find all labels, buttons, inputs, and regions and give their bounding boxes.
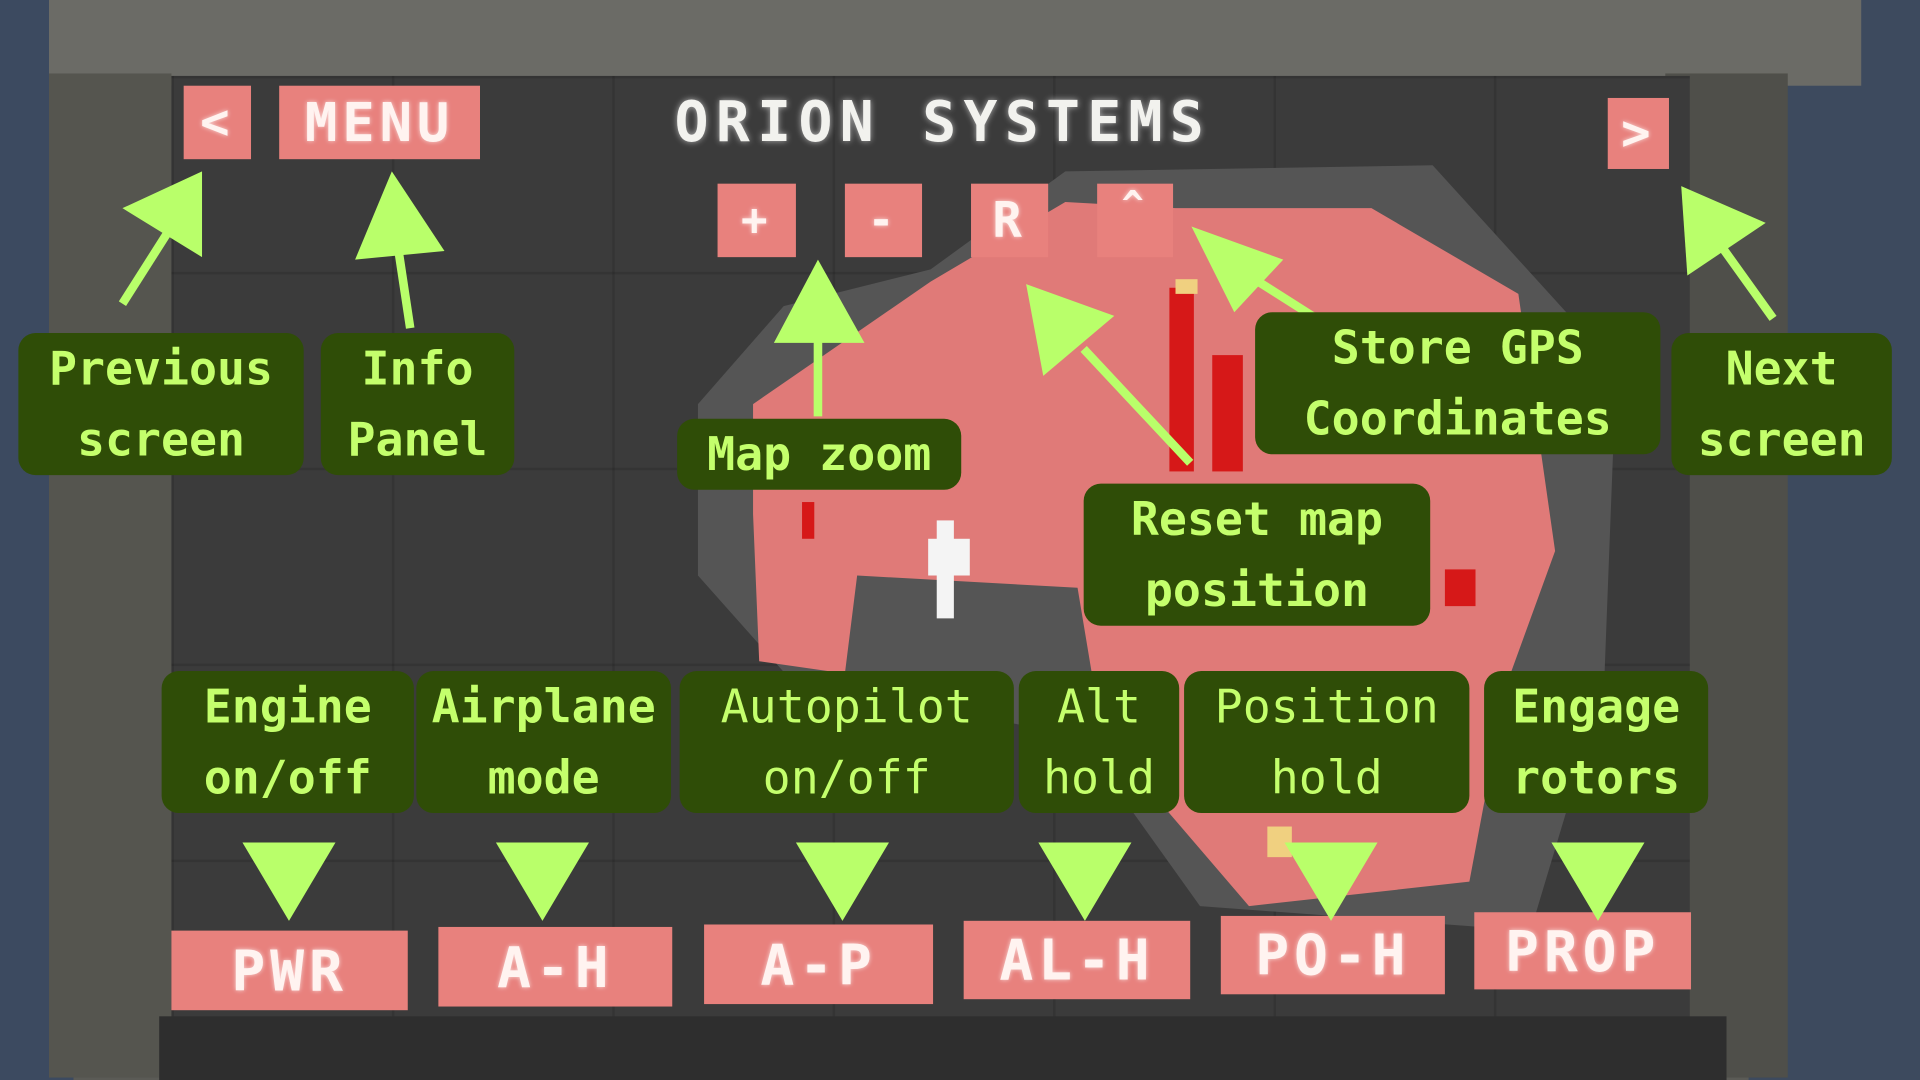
arrow-up-icon xyxy=(773,259,865,417)
store-gps-button[interactable]: ^ xyxy=(1097,183,1174,258)
label-previous-screen: Previous screen xyxy=(18,333,304,476)
arrow-down-icon xyxy=(795,842,889,921)
arrow-down-icon xyxy=(242,842,336,921)
zoom-out-button[interactable]: - xyxy=(844,183,923,258)
cockpit-pillar-left xyxy=(48,73,172,1078)
label-map-zoom: Map zoom xyxy=(677,418,962,490)
label-line: position xyxy=(1144,563,1369,618)
map-beach xyxy=(1267,826,1292,858)
power-button[interactable]: PWR xyxy=(171,930,408,1011)
label-line: rotors xyxy=(1512,750,1681,805)
label-line: Engage xyxy=(1512,679,1681,734)
label-line: Airplane xyxy=(431,679,656,734)
label-position-hold: Position hold xyxy=(1184,671,1470,814)
arrow-up-icon xyxy=(1191,226,1323,325)
label-line: Info xyxy=(361,341,474,396)
arrow-up-icon xyxy=(1681,186,1777,321)
position-hold-button[interactable]: PO-H xyxy=(1220,915,1445,995)
menu-button[interactable]: MENU xyxy=(279,85,481,160)
label-line: Previous xyxy=(48,341,274,396)
arrow-down-icon xyxy=(1284,842,1378,921)
map-road xyxy=(802,502,815,539)
arrow-up-icon xyxy=(1026,284,1194,466)
label-reset-map: Reset map position xyxy=(1083,483,1431,626)
prop-button[interactable]: PROP xyxy=(1474,912,1692,990)
label-line: Panel xyxy=(347,412,488,467)
arrow-up-icon xyxy=(118,171,203,306)
page-title: ORION SYSTEMS xyxy=(674,88,1212,155)
next-screen-button[interactable]: > xyxy=(1607,97,1669,169)
label-engine: Engine on/off xyxy=(161,671,414,814)
arrow-down-icon xyxy=(1551,842,1645,921)
label-line: Reset map xyxy=(1130,492,1384,547)
label-line: Coordinates xyxy=(1303,391,1612,446)
label-line: screen xyxy=(76,412,246,467)
arrow-up-icon xyxy=(355,171,445,329)
label-line: hold xyxy=(1270,750,1383,805)
vehicle-marker-icon xyxy=(928,520,970,619)
zoom-in-button[interactable]: + xyxy=(717,183,796,258)
autopilot-button[interactable]: A-P xyxy=(704,924,934,1005)
label-line: Next xyxy=(1725,341,1838,396)
map-road xyxy=(1212,355,1243,472)
label-airplane-mode: Airplane mode xyxy=(416,671,672,814)
label-store-gps: Store GPS Coordinates xyxy=(1255,312,1661,455)
map-beach xyxy=(1175,279,1198,294)
screen-bezel-bottom xyxy=(159,1016,1727,1080)
label-line: Autopilot xyxy=(720,679,973,734)
arrow-down-icon xyxy=(1038,842,1132,921)
label-line: hold xyxy=(1042,750,1156,805)
label-engage-rotors: Engage rotors xyxy=(1484,671,1709,814)
label-line: Position xyxy=(1214,679,1439,734)
reset-map-button[interactable]: R xyxy=(971,183,1049,258)
arrow-down-icon xyxy=(495,842,589,921)
label-line: screen xyxy=(1697,412,1866,467)
label-autopilot: Autopilot on/off xyxy=(679,671,1014,814)
label-line: Store GPS xyxy=(1331,320,1584,375)
previous-screen-button[interactable]: < xyxy=(183,85,252,160)
label-line: on/off xyxy=(762,750,931,805)
map-road xyxy=(1444,569,1476,607)
label-alt-hold: Alt hold xyxy=(1018,671,1180,814)
alt-hold-button[interactable]: AL-H xyxy=(963,920,1191,1000)
label-line: mode xyxy=(487,750,600,805)
label-next-screen: Next screen xyxy=(1671,333,1892,476)
label-line: Alt xyxy=(1056,679,1141,734)
label-line: on/off xyxy=(203,750,372,805)
label-line: Engine xyxy=(203,679,372,734)
airplane-mode-button[interactable]: A-H xyxy=(438,926,673,1007)
label-line: Map zoom xyxy=(707,427,932,482)
cockpit-frame-top xyxy=(48,0,1862,86)
